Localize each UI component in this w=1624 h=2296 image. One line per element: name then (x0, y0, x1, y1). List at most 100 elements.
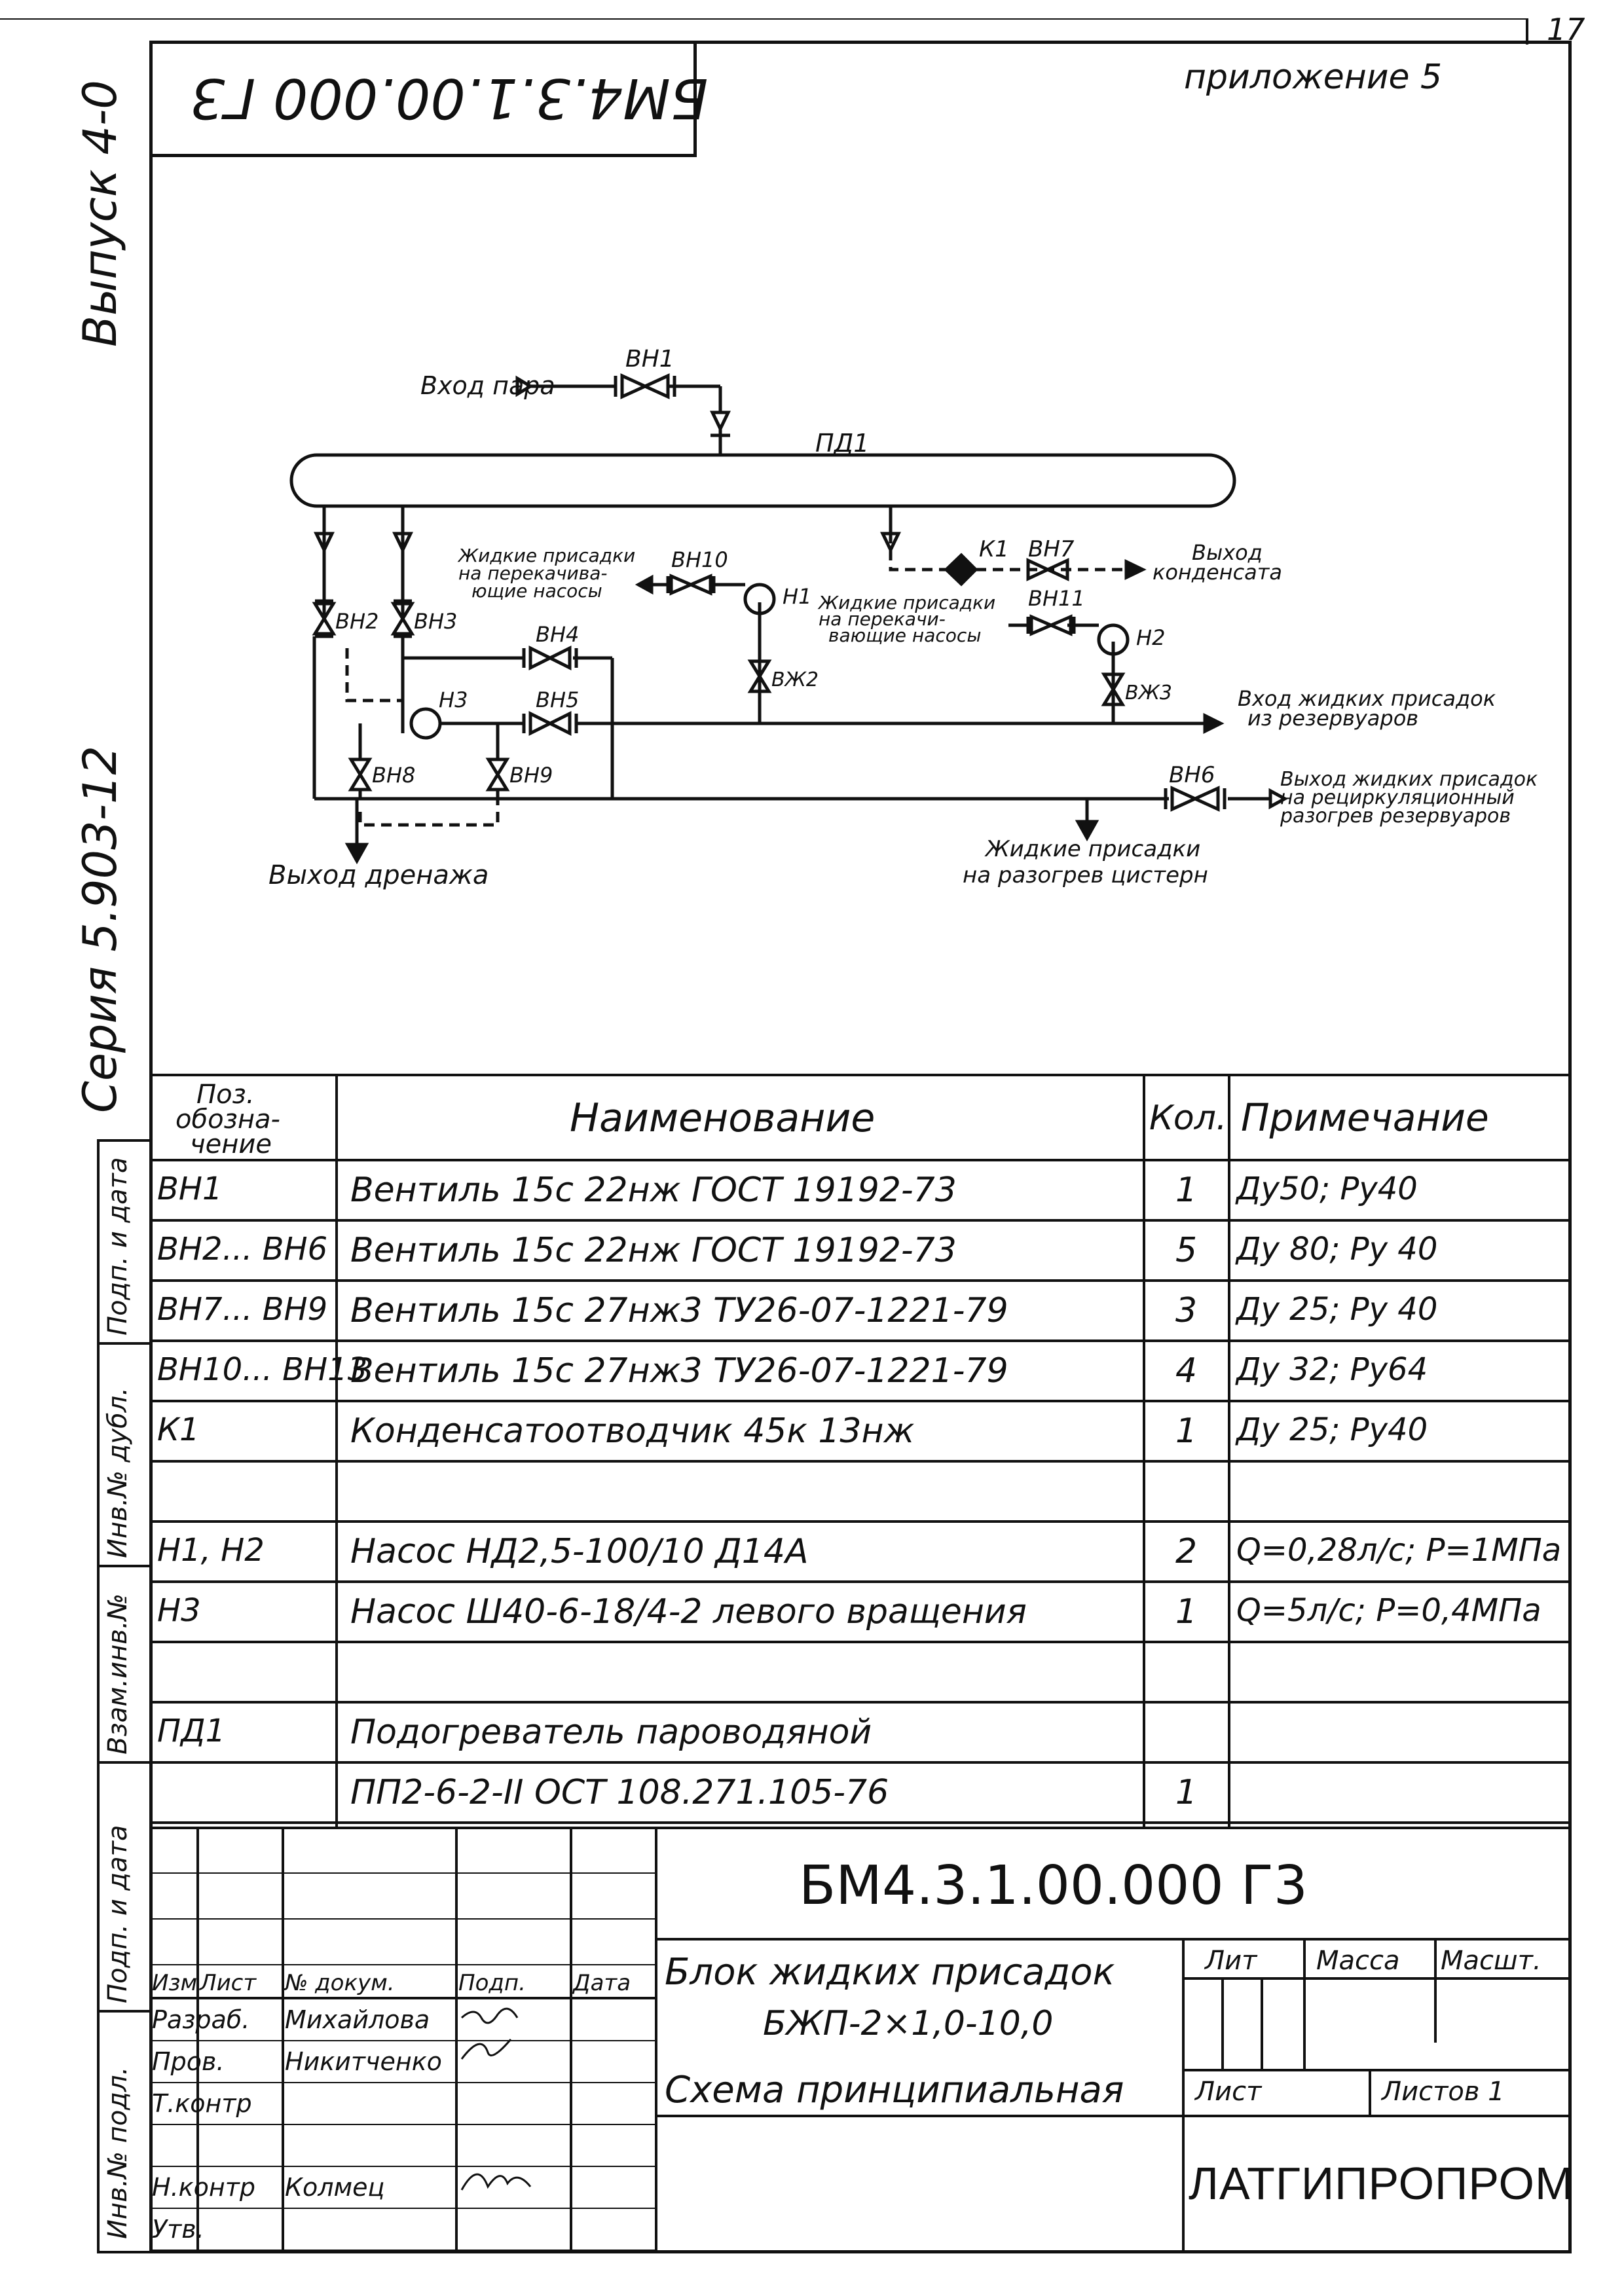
label-vn5: ВН5 (536, 687, 579, 712)
label-n3: Н3 (439, 687, 468, 712)
tb-lit-sub-2 (1261, 1977, 1263, 2069)
page-number-box-left (1526, 18, 1528, 45)
process-schema: Вход пара ВН1 ПД1 ВН2 ВН3 ВН4 ВН5 ВН6 ВН… (268, 346, 1538, 890)
page-number: 17 (1547, 12, 1585, 47)
label-vzh2: ВЖ2 (771, 668, 819, 691)
spec-cell-name: Вентиль 15с 27нж3 ТУ26-07-1221-79 (350, 1351, 1008, 1391)
title-block-top (149, 1827, 1572, 1829)
header-pos-3: чение (190, 1129, 272, 1159)
label-steam-in: Вход пара (420, 371, 555, 400)
tb-lit-head-bottom (1182, 1977, 1572, 1980)
spec-cell-qty: 1 (1175, 1412, 1198, 1451)
spec-cell-name: Подогреватель пароводяной (350, 1713, 872, 1752)
label-n1: Н1 (783, 584, 811, 609)
spec-cell-qty: 5 (1175, 1231, 1198, 1270)
tb-col-2 (282, 1827, 284, 2252)
spec-cell-qty: 1 (1175, 1171, 1198, 1210)
tb-role-line (149, 2124, 655, 2125)
tb-lit-sep-1 (1303, 1938, 1306, 2069)
appendix-label: приложение 5 (1184, 58, 1443, 97)
col-sep-2 (1143, 1074, 1145, 1827)
spec-cell-note: Ду 25; Ру 40 (1236, 1291, 1438, 1328)
label-vn8: ВН8 (372, 763, 415, 788)
tb-code-bottom (655, 1938, 1572, 1941)
tb-org: ЛАТГИПРОПРОМ (1189, 2158, 1574, 2209)
spec-cell-pos: ПД1 (157, 1713, 226, 1749)
spec-cell-pos: ВН2... ВН6 (157, 1231, 328, 1267)
tb-lit: Лит (1205, 1946, 1257, 1976)
label-to-tanks-1: Жидкие присадки (984, 836, 1200, 862)
side-strip-bottom (97, 2251, 149, 2253)
tb-col-3 (455, 1827, 458, 2252)
tb-role: Н.контр (152, 2173, 255, 2202)
tb-sep-main (655, 1827, 657, 2252)
table-header-bottom (149, 1159, 1572, 1161)
doc-code-box (149, 41, 697, 157)
tb-role-name: Никитченко (285, 2047, 442, 2076)
label-vn11: ВН11 (1028, 586, 1085, 611)
label-condensate-out-2: конденсата (1153, 560, 1282, 585)
spec-cell-qty: 4 (1175, 1351, 1198, 1391)
col-sep-3 (1228, 1074, 1230, 1827)
spec-row-line (149, 1761, 1572, 1764)
label-to-pumps-1-line3: ющие насосы (471, 580, 602, 602)
tb-role-line (149, 2208, 655, 2209)
label-to-pumps-2-line1: Жидкие присадки (817, 592, 995, 613)
header-qty: Кол. (1149, 1099, 1227, 1138)
header-pos-2: обозна- (175, 1104, 280, 1135)
tb-lit-sep-2 (1434, 1938, 1437, 2043)
side-strip-div-4 (97, 2010, 149, 2013)
header-note: Примечание (1241, 1095, 1489, 1140)
outer-frame (149, 41, 1572, 2253)
label-vn10: ВН10 (671, 547, 728, 572)
tb-role-line (149, 2166, 655, 2167)
table-top-line (149, 1074, 1572, 1076)
spec-cell-name: Вентиль 15с 22нж ГОСТ 19192-73 (350, 1171, 957, 1210)
label-to-pumps-2-line3: вающие насосы (828, 625, 981, 646)
spec-row-line (149, 1520, 1572, 1523)
spec-cell-note: Q=0,28л/с; P=1МПа (1236, 1532, 1562, 1569)
tb-role: Утв. (152, 2215, 204, 2244)
label-vn9: ВН9 (509, 763, 553, 788)
label-pd1: ПД1 (815, 429, 869, 458)
spec-cell-qty: 1 (1175, 1592, 1198, 1631)
spec-row-line (149, 1580, 1572, 1583)
tb-role: Пров. (152, 2047, 225, 2076)
spec-row-line (149, 1460, 1572, 1463)
label-liquid-out-3: разогрев резервуаров (1280, 805, 1511, 828)
label-vn6: ВН6 (1169, 762, 1215, 788)
tb-role-line (149, 2250, 655, 2251)
tb-col-header: Изм (152, 1970, 198, 1996)
tb-role: Разраб. (152, 2005, 250, 2034)
spec-row-line (149, 1279, 1572, 1282)
label-liquid-in-2: из резервуаров (1247, 706, 1418, 731)
tb-col-header: Лист (200, 1970, 257, 1996)
spec-cell-pos: ВН1 (157, 1171, 223, 1207)
tb-scale: Масшт. (1441, 1946, 1541, 1976)
tb-sheet-top (1182, 2069, 1572, 2071)
spec-cell-name: ПП2-6-2-II ОСТ 108.271.105-76 (350, 1773, 889, 1812)
label-vzh3: ВЖ3 (1125, 682, 1172, 704)
spec-row-line (149, 1400, 1572, 1402)
spec-cell-pos: ВН10... ВН13 (157, 1351, 368, 1388)
label-k1: К1 (979, 536, 1009, 562)
spec-cell-name: Вентиль 15с 27нж3 ТУ26-07-1221-79 (350, 1291, 1008, 1330)
tb-role-line (149, 2082, 655, 2083)
label-to-pumps-1-line1: Жидкие присадки (457, 545, 635, 566)
label-vn2: ВН2 (335, 609, 378, 634)
label-drain-out: Выход дренажа (268, 860, 489, 890)
tb-row-3 (149, 1964, 655, 1965)
spec-cell-pos: Н3 (157, 1592, 201, 1629)
tb-title-bottom (655, 2115, 1572, 2117)
header-name: Наименование (570, 1095, 876, 1141)
label-liquid-in-1: Вход жидких присадок (1238, 686, 1496, 711)
spec-cell-name: Конденсатоотводчик 45к 13нж (350, 1412, 915, 1451)
spec-cell-qty: 2 (1175, 1532, 1198, 1571)
label-liquid-out-1: Выход жидких присадок (1280, 768, 1538, 791)
top-border-line (0, 18, 1526, 20)
tb-subtitle: Схема принципиальная (665, 2069, 1124, 2111)
tb-lit-sub-1 (1221, 1977, 1224, 2069)
side-strip-left (97, 1139, 100, 2253)
